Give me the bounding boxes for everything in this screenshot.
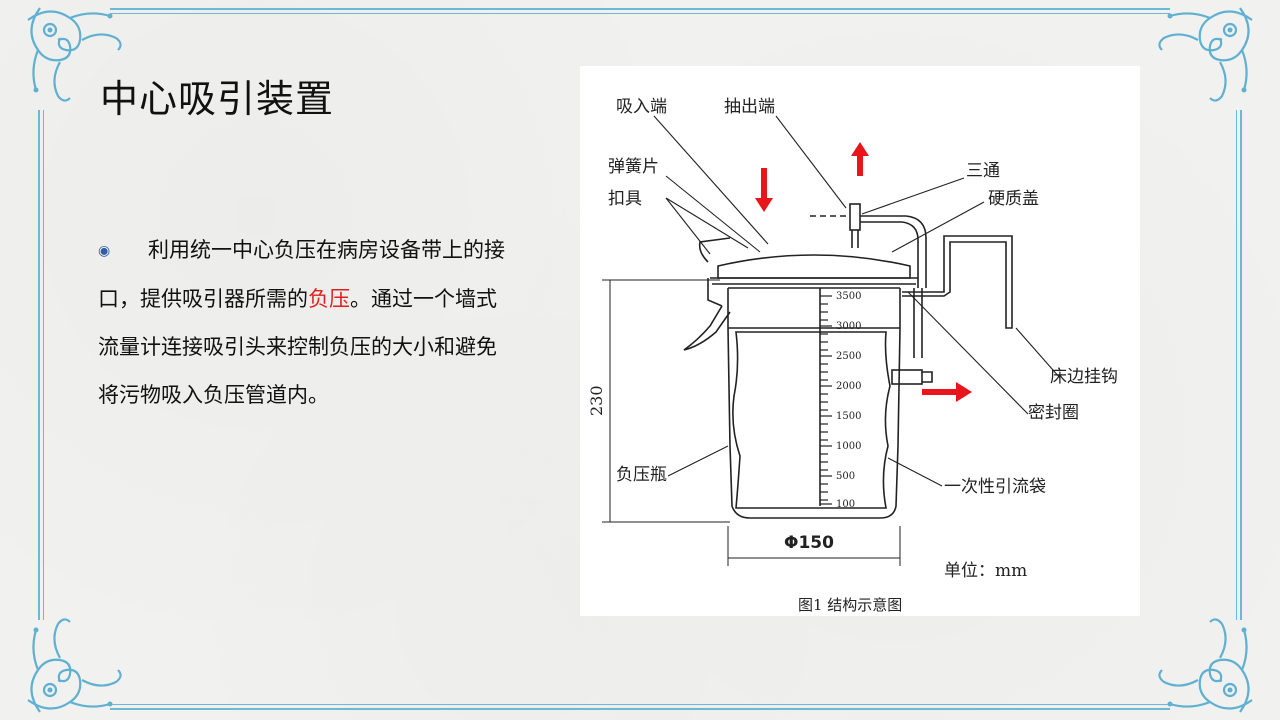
frame-bottom-line — [110, 708, 1170, 710]
bedside-hook — [902, 235, 1013, 329]
label-suction-outlet: 抽出端 — [724, 97, 775, 117]
paragraph-text-after: 。通过一个墙式流量计连接吸引头来控制负压的大小和避免将污物吸入负压管道内。 — [98, 287, 497, 407]
label-spring-piece: 弹簧片 — [608, 157, 659, 177]
arrow-right-icon — [922, 382, 972, 402]
label-unit: 单位：mm — [944, 561, 1027, 581]
flow-arrows — [755, 142, 972, 402]
corner-ornament-top-right — [1158, 7, 1253, 102]
scale-label-2000: 2000 — [836, 381, 861, 392]
leader-lines — [653, 115, 1061, 487]
frame-bottom-line-inner — [110, 704, 1170, 705]
paragraph-text-before: 利用统一中心负压在病房设备带上的接口，提供吸引器所需的 — [98, 238, 505, 311]
label-clasp: 扣具 — [608, 189, 642, 209]
bullet-icon: ◉ — [98, 243, 111, 259]
paragraph-highlight: 负压 — [308, 287, 350, 311]
figure-caption: 图1 结构示意图 — [798, 596, 902, 614]
jar-body — [727, 288, 901, 519]
corner-ornament-bottom-right — [1158, 618, 1253, 713]
frame-right-line — [1240, 110, 1242, 620]
label-suction-inlet: 吸入端 — [616, 97, 667, 117]
scale-label-2500: 2500 — [836, 351, 861, 362]
structure-diagram: 3500 3000 2500 2000 1500 1000 500 100 — [580, 66, 1140, 616]
clasp — [698, 237, 731, 263]
label-bedside-hook: 床边挂钩 — [1050, 367, 1118, 387]
frame-top-line-inner — [110, 13, 1170, 14]
corner-ornament-top-left — [27, 7, 122, 102]
label-drainage-bag: 一次性引流袋 — [944, 477, 1046, 497]
label-hard-lid: 硬质盖 — [988, 189, 1039, 209]
scale-label-3500: 3500 — [836, 291, 861, 302]
dimension-height: 230 — [587, 385, 606, 416]
frame-left-line — [38, 110, 40, 620]
scale-label-100: 100 — [836, 499, 855, 510]
label-negative-pressure-bottle: 负压瓶 — [616, 465, 667, 485]
corner-ornament-bottom-left — [27, 618, 122, 713]
arrow-down-icon — [755, 168, 773, 212]
scale-label-3000: 3000 — [836, 321, 861, 332]
scale-label-1000: 1000 — [836, 441, 861, 452]
label-seal-ring: 密封圈 — [1028, 403, 1079, 423]
frame-right-line-inner — [1236, 110, 1237, 620]
frame-left-line-inner — [43, 110, 44, 620]
body-paragraph: ◉利用统一中心负压在病房设备带上的接口，提供吸引器所需的负压。通过一个墙式流量计… — [98, 226, 508, 419]
scale-label-1500: 1500 — [836, 411, 861, 422]
scale-label-500: 500 — [836, 471, 855, 482]
slide-title: 中心吸引装置 — [100, 77, 335, 121]
three-way — [860, 215, 927, 288]
structure-diagram-svg: 3500 3000 2500 2000 1500 1000 500 100 — [587, 97, 1118, 614]
frame-top-line — [110, 8, 1170, 10]
label-three-way: 三通 — [966, 161, 1000, 181]
drainage-bag — [732, 331, 891, 509]
hard-lid — [717, 254, 911, 279]
scale-ticks — [820, 295, 832, 505]
arrow-up-icon — [851, 142, 869, 176]
dimension-diameter: Φ150 — [784, 533, 834, 553]
